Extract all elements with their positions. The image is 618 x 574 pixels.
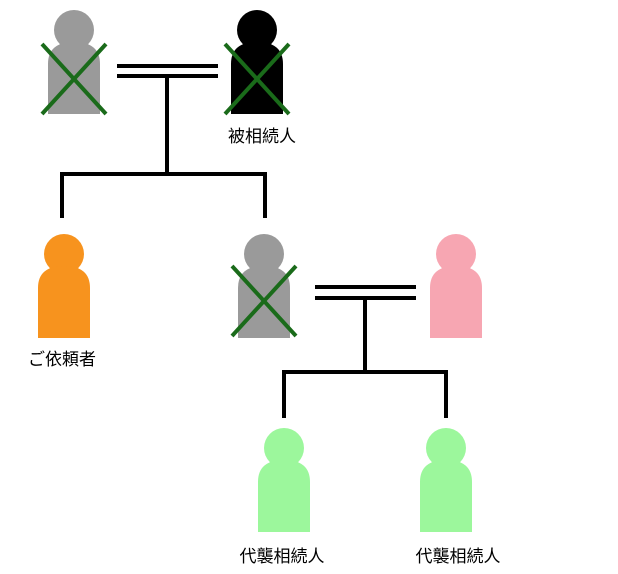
heir2-label: 代襲相続人: [416, 547, 501, 567]
heir2-person-icon: [420, 428, 472, 532]
heir1-person-icon: [258, 428, 310, 532]
spouse-person-icon: [430, 234, 482, 338]
client-label: ご依頼者: [28, 350, 96, 370]
marriage-line-middle: [315, 285, 416, 300]
descent-lines-top: [60, 76, 267, 218]
descent-lines-middle: [282, 298, 448, 418]
deceased-label: 被相続人: [228, 127, 296, 147]
client-person-icon: [38, 234, 90, 338]
marriage-line-top: [117, 64, 218, 78]
heir1-label: 代襲相続人: [240, 547, 325, 567]
